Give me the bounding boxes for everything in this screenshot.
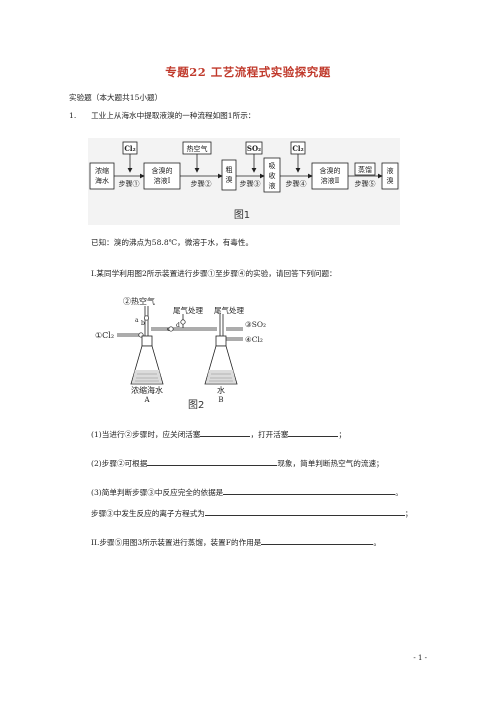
label-tail-1: 尾气处理 bbox=[173, 305, 203, 315]
flask-a bbox=[130, 335, 164, 385]
svg-text:收: 收 bbox=[269, 171, 276, 180]
svg-text:吸: 吸 bbox=[269, 162, 276, 170]
valve-a: a bbox=[135, 317, 139, 324]
section-heading: 实验题（本大题共15小题） bbox=[69, 93, 163, 102]
label-cl2-out: ④Cl₂ bbox=[245, 335, 263, 344]
svg-text:含溴的: 含溴的 bbox=[320, 166, 341, 175]
question-part-2: II.步骤⑤用图3所示装置进行蒸馏，装置F的作用是。 bbox=[91, 536, 381, 547]
answer-blank-1b[interactable] bbox=[288, 428, 339, 437]
figure-2-caption: 图2 bbox=[188, 400, 205, 411]
distill-label: 蒸馏 bbox=[358, 165, 372, 174]
valve-b: b bbox=[141, 320, 145, 327]
svg-text:溶液Ⅱ: 溶液Ⅱ bbox=[321, 176, 340, 185]
answer-blank-4[interactable] bbox=[261, 536, 374, 545]
svg-text:溶液Ⅰ: 溶液Ⅰ bbox=[154, 176, 171, 185]
svg-text:海水: 海水 bbox=[95, 176, 109, 185]
svg-text:粗: 粗 bbox=[226, 165, 233, 174]
answer-blank-3a[interactable] bbox=[223, 486, 396, 495]
flask-b-liquid: 水 bbox=[217, 385, 225, 395]
svg-text:浓缩: 浓缩 bbox=[95, 166, 109, 175]
step-5: 步骤⑤ bbox=[355, 179, 376, 188]
svg-text:液: 液 bbox=[387, 166, 394, 175]
page-title: 专题22 工艺流程式实验探究题 bbox=[165, 65, 331, 79]
question-1-3b: 步骤③中发生反应的离子方程式为； bbox=[91, 507, 413, 518]
question-number: 1. bbox=[69, 111, 77, 120]
svg-text:溴: 溴 bbox=[387, 176, 394, 185]
question-1-3: (3)简单判断步骤③中反应完全的依据是。 bbox=[91, 486, 403, 497]
answer-blank-2[interactable] bbox=[147, 457, 278, 466]
svg-text:溴: 溴 bbox=[226, 175, 233, 184]
question-text: 工业上从海水中提取液溴的一种流程如图1所示： bbox=[91, 111, 256, 120]
input-hot-air: 热空气 bbox=[187, 144, 208, 153]
flask-a-liquid: 浓缩海水 bbox=[131, 385, 163, 395]
step-3: 步骤③ bbox=[240, 179, 261, 188]
answer-blank-3b[interactable] bbox=[204, 507, 405, 516]
label-tail-2: 尾气处理 bbox=[214, 305, 244, 315]
figure-2-apparatus: ②热空气 ①Cl₂ 尾气处理 尾气处理 ③SO₂ ④Cl₂ a b c d bbox=[95, 292, 275, 414]
flask-b bbox=[204, 335, 238, 385]
question-1-2: (2)步骤②可根据现象，简单判断热空气的流速； bbox=[91, 457, 384, 468]
label-hot-air: ②热空气 bbox=[123, 296, 155, 306]
question-1-1: (1)当进行②步骤时，应关闭活塞，打开活塞； bbox=[91, 428, 347, 439]
known-info: 已知：溴的沸点为58.8℃，微溶于水，有毒性。 bbox=[91, 238, 254, 247]
label-so2: ③SO₂ bbox=[245, 320, 266, 329]
answer-blank-1a[interactable] bbox=[200, 428, 251, 437]
svg-text:含溴的: 含溴的 bbox=[152, 166, 173, 175]
page-number: - 1 - bbox=[413, 654, 427, 662]
step-2: 步骤② bbox=[191, 179, 212, 188]
figure-1-flowchart: Cl₂ 热空气 SO₂ Cl₂ 浓缩 海水 含溴的 溶液Ⅰ 粗 溴 吸 收 bbox=[88, 138, 400, 225]
part1-intro: I.某同学利用图2所示装置进行步骤①至步骤④的实验，请回答下列问题： bbox=[91, 269, 337, 278]
question-1: 1. 工业上从海水中提取液溴的一种流程如图1所示： bbox=[69, 111, 255, 121]
label-cl2-in: ①Cl₂ bbox=[95, 331, 114, 340]
flask-a-label: A bbox=[143, 396, 150, 404]
input-so2: SO₂ bbox=[247, 144, 261, 153]
input-cl2-2: Cl₂ bbox=[292, 144, 303, 153]
input-cl2-1: Cl₂ bbox=[124, 144, 135, 153]
valve-d: d bbox=[176, 322, 180, 329]
flask-b-label: B bbox=[218, 396, 223, 404]
step-4: 步骤④ bbox=[286, 179, 307, 188]
figure-1-caption: 图1 bbox=[234, 209, 250, 221]
step-1: 步骤① bbox=[119, 179, 140, 188]
svg-text:液: 液 bbox=[269, 181, 276, 190]
